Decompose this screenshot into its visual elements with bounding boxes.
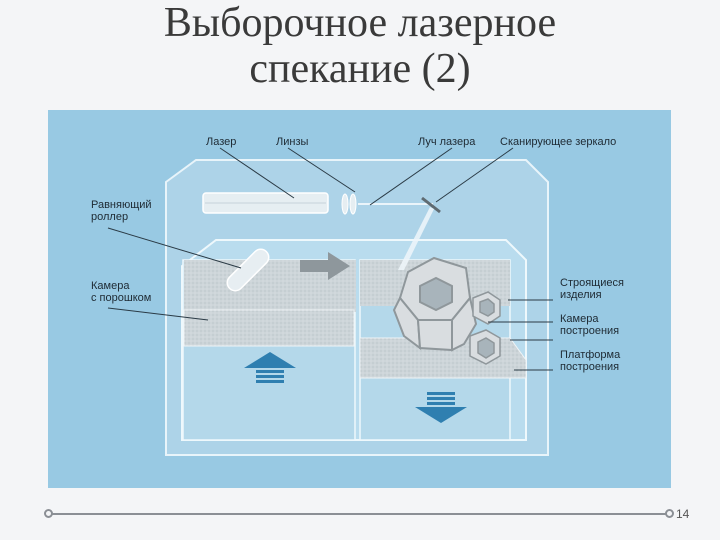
footer-bullet-right (665, 509, 674, 518)
slide-title-line-1: Выборочное лазерное (60, 0, 660, 46)
label-build-chamber-line-1: Камера (560, 313, 598, 325)
label-laser-beam: Луч лазера (418, 136, 475, 148)
lens-2 (350, 194, 356, 214)
lens-1 (342, 194, 348, 214)
built-part-small-2 (470, 330, 500, 364)
label-lenses: Линзы (276, 136, 308, 148)
footer-bullet-left (44, 509, 53, 518)
slide-title: Выборочное лазерное спекание (2) (60, 0, 660, 92)
powder-platform-left (184, 310, 354, 346)
label-parts-line-1: Строящиеся (560, 277, 624, 289)
label-build-platform-line-2: построения (560, 361, 619, 373)
label-leveling-roller-line-2: роллер (91, 211, 128, 223)
sls-diagram: Лазер Линзы Луч лазера Сканирующее зерка… (48, 110, 671, 488)
label-powder-chamber-line-2: с порошком (91, 292, 151, 304)
label-leveling-roller-line-1: Равняющий (91, 199, 152, 211)
label-parts-line-2: изделия (560, 289, 602, 301)
page-number: 14 (676, 507, 689, 521)
slide-title-line-2: спекание (2) (60, 46, 660, 92)
label-powder-chamber-line-1: Камера (91, 280, 129, 292)
label-build-chamber-line-2: построения (560, 325, 619, 337)
label-laser: Лазер (206, 136, 236, 148)
footer-divider (52, 513, 666, 515)
label-build-platform-line-1: Платформа (560, 349, 620, 361)
label-scanning-mirror: Сканирующее зеркало (500, 136, 616, 148)
